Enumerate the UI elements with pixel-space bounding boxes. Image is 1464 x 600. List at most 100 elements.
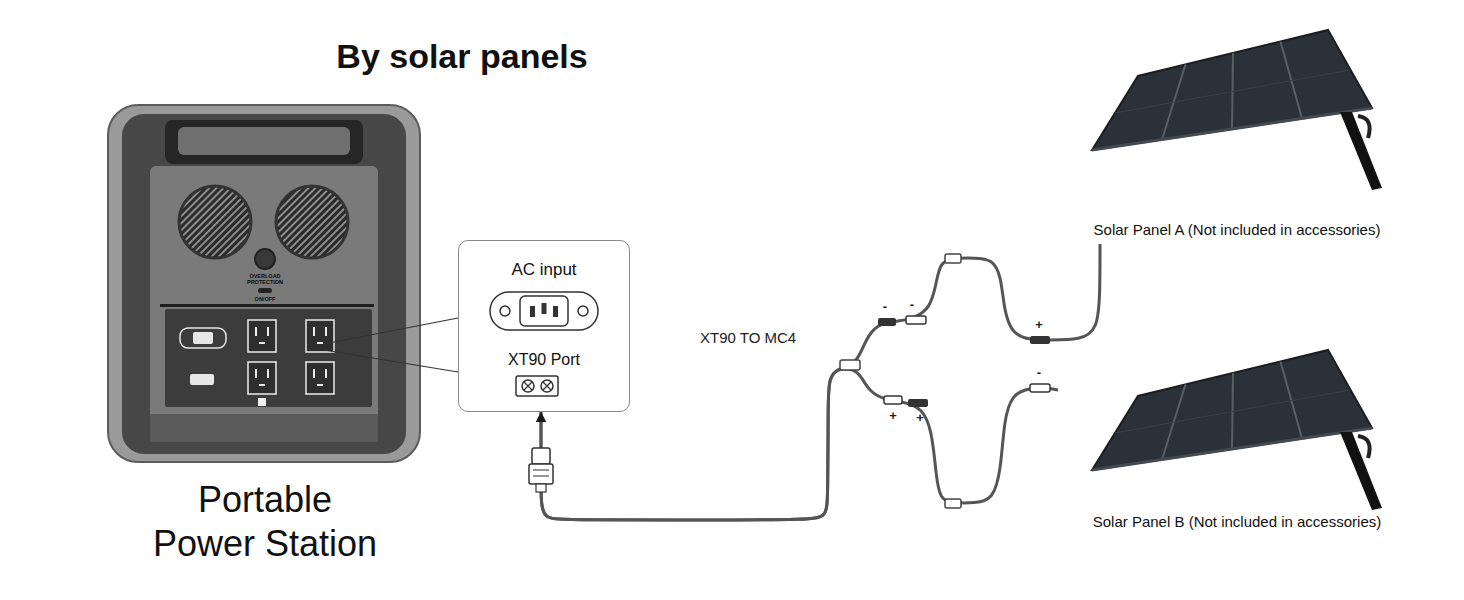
mc4-connector: [906, 316, 926, 324]
label-slot: ON/OFF: [245, 296, 285, 302]
label-slot: -: [879, 300, 891, 314]
cable-fuse: [945, 499, 961, 508]
mc4-connector: [1030, 384, 1050, 392]
port-label: AC input: [459, 259, 629, 281]
port-label: XT90 Port: [459, 349, 629, 371]
cable-connector: [541, 244, 1100, 520]
xt90-pin: [522, 380, 534, 392]
mc4-connector: [908, 399, 928, 407]
panel-label: Solar Panel B (Not included in accessori…: [1058, 512, 1416, 532]
polarity-mark: +: [887, 409, 899, 423]
panel-surface: [1092, 30, 1372, 150]
plug-body: [529, 464, 553, 484]
leader-line: [324, 350, 458, 372]
power-station-node: Portable Power Station: [100, 100, 430, 570]
outlet-slots: [314, 369, 326, 385]
cable-fuse: [945, 254, 961, 263]
screw-hole: [578, 306, 588, 316]
station-caption: Portable Power Station: [147, 478, 383, 566]
solar-panel-figure: [1092, 30, 1382, 190]
power-toggle: [258, 288, 272, 293]
solar-panel-node: Solar Panel B (Not included in accessori…: [1058, 350, 1416, 540]
ac-inlet-icon: [490, 292, 598, 330]
polarity-mark: +: [1033, 318, 1045, 332]
xt90-plug: [529, 448, 553, 492]
station-bumper: [108, 105, 420, 462]
station-body: [122, 114, 406, 454]
panel-frame: [1092, 108, 1372, 150]
plug-boot: [536, 484, 546, 492]
polarity-mark: -: [879, 300, 891, 314]
label-slot: OVERLOAD PROTECTION: [238, 273, 292, 285]
page-title: By solar panels: [262, 36, 662, 76]
leader-line: [324, 318, 458, 344]
mc4-connector: [884, 396, 902, 404]
fan-grille: [179, 186, 251, 258]
cable-connector: [541, 369, 1058, 520]
polarity-mark: -: [906, 298, 918, 312]
inlet-pin: [553, 306, 558, 317]
solar-panel-node: Solar Panel A (Not included in accessori…: [1058, 22, 1416, 244]
xt90-port-icon: [516, 376, 558, 396]
inlet-socket: [520, 296, 568, 326]
polarity-mark: -: [1033, 366, 1045, 380]
xt90-housing: [516, 376, 558, 396]
outlet-slots: [314, 327, 326, 343]
outlet-frame: [306, 320, 334, 352]
ac-outlet: [306, 362, 334, 394]
switch-label: ON/OFF: [245, 296, 285, 302]
y-splitter: [840, 360, 860, 370]
panel-cell-line: [1115, 390, 1350, 433]
outlet-frame: [248, 320, 276, 352]
switch-label: OVERLOAD PROTECTION: [238, 273, 292, 285]
inlet-pin: [542, 303, 547, 314]
panel-surface: [1092, 350, 1372, 470]
indicator-square: [258, 398, 266, 406]
plug-grip: [533, 470, 549, 476]
label-slot: XT90 TO MC4: [700, 329, 830, 347]
outlet-slots: [256, 327, 268, 343]
handle-bar: [178, 127, 350, 155]
panel-divider: [1162, 42, 1302, 140]
label-slot: -: [1033, 366, 1045, 380]
label-slot: +: [1033, 318, 1045, 332]
port-panel: [165, 309, 372, 407]
label-slot: +: [914, 411, 926, 425]
label-slot: +: [887, 409, 899, 423]
panel-kickstand: [1340, 112, 1382, 190]
handle-recess: [165, 120, 363, 164]
back-panel: [150, 166, 378, 442]
outlet-frame: [248, 362, 276, 394]
bottom-band: [150, 414, 378, 442]
label-slot: -: [906, 298, 918, 312]
title-slot: By solar panels: [262, 36, 662, 76]
callout-box: AC inputXT90 Port: [458, 240, 630, 412]
ac-inlet-core: [193, 332, 213, 344]
inlet-pin: [530, 306, 535, 317]
fan-grille: [276, 186, 348, 258]
panel-label: Solar Panel A (Not included in accessori…: [1058, 220, 1416, 240]
panel-handle: [1358, 116, 1370, 138]
panel-slot: [160, 304, 374, 307]
inlet-flange: [490, 292, 598, 330]
power-station-figure: [108, 105, 420, 462]
ac-inlet-symbol: [180, 328, 226, 348]
ac-outlet: [306, 320, 334, 352]
polarity-mark: +: [914, 411, 926, 425]
ac-outlet: [248, 320, 276, 352]
screw-hole: [500, 306, 510, 316]
mc4-connector: [1030, 336, 1050, 344]
xt90-pin: [541, 380, 553, 392]
panel-frame: [1092, 428, 1372, 470]
panel-divider: [1162, 362, 1302, 460]
solar-panel-figure: [1092, 350, 1382, 510]
xt90-pin-cross: [524, 382, 551, 390]
outlet-frame: [306, 362, 334, 394]
cable-label: XT90 TO MC4: [700, 329, 830, 347]
mc4-connector: [878, 318, 896, 326]
plug-head: [532, 448, 550, 464]
panel-kickstand: [1340, 432, 1382, 510]
outlet-slots: [256, 369, 268, 385]
